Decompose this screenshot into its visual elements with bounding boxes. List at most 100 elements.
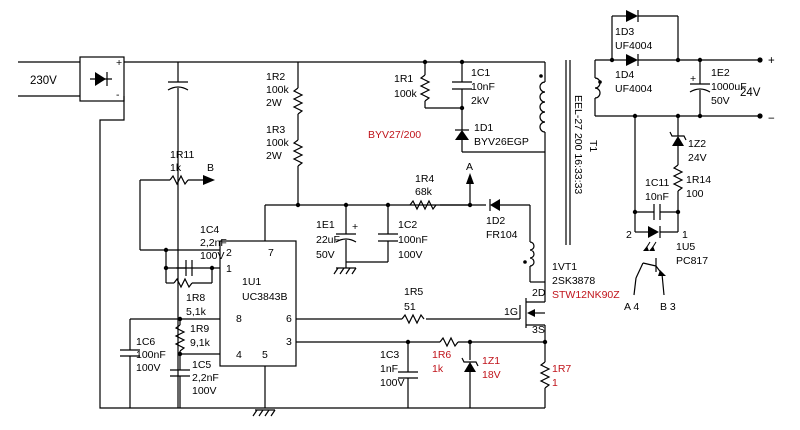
label-components-r3-val2: 2W — [266, 150, 282, 162]
label-components-c1-ref: 1C1 — [471, 67, 490, 79]
label-components-e2-val1: 1000uF — [711, 81, 747, 93]
label-components-d1-alt: BYV27/200 — [368, 129, 421, 141]
transformer-aux-winding — [523, 235, 535, 282]
input-voltage-label: 230V — [30, 75, 57, 87]
label-components-c1-val2: 2kV — [471, 95, 489, 107]
label-components-r9-ref: 1R9 — [190, 323, 209, 335]
label-components-r4-ref: 1R4 — [415, 173, 434, 185]
label-components-r3-ref: 1R3 — [266, 124, 285, 136]
label-components-c3-val2: 100V — [380, 377, 405, 389]
label-components-r3-val1: 100k — [266, 137, 290, 149]
label-components-r2-ref: 1R2 — [266, 71, 285, 83]
label-components-e2-val2: 50V — [711, 95, 730, 107]
label-components-r9-val: 9,1k — [190, 337, 211, 349]
label-components-r11-node: B — [207, 162, 214, 174]
label-components-r11-ref: 1R11 — [170, 149, 194, 161]
optocoupler-u5 — [633, 226, 678, 296]
label-components-u1-pins-p4: 4 — [236, 349, 242, 361]
mosfet-vt1 — [519, 282, 546, 342]
node-b-arrow — [203, 175, 215, 185]
label-components-r14-ref: 1R14 — [686, 174, 711, 186]
label-components-c6-val2: 100V — [136, 362, 161, 374]
svg-text:+: + — [116, 57, 122, 69]
label-components-d1-ref: 1D1 — [474, 122, 493, 134]
resistor-r3 — [292, 139, 304, 167]
label-components-d4-ref: 1D4 — [615, 69, 634, 81]
label-components-e2-ref: 1E2 — [711, 67, 730, 79]
label-components-c4-ref: 1C4 — [200, 224, 219, 236]
label-components-d2-val: FR104 — [486, 229, 518, 241]
svg-text:-: - — [116, 89, 120, 101]
label-components-r5-val: 51 — [404, 301, 416, 313]
label-components-r8-val: 5,1k — [186, 306, 207, 318]
label-components-d1-val: BYV26EGP — [474, 136, 529, 148]
label-components-c1-val1: 10nF — [471, 81, 495, 93]
label-components-r4-val: 68k — [415, 186, 433, 198]
label-components-u1-pins-p8: 8 — [236, 313, 242, 325]
label-components-c3-ref: 1C3 — [380, 349, 399, 361]
resistor-r6 — [439, 336, 459, 348]
label-components-d3-val: UF4004 — [615, 40, 653, 52]
input-capacitor — [167, 62, 189, 408]
label-components-u5-pin1: 1 — [682, 229, 688, 241]
label-components-d4-val: UF4004 — [615, 83, 653, 95]
resistor-r8 — [173, 277, 193, 289]
label-components-r5-ref: 1R5 — [404, 286, 423, 298]
label-components-vt1-ref: 1VT1 — [552, 261, 577, 273]
label-components-c5-ref: 1C5 — [192, 359, 211, 371]
mains-input: 230V — [18, 61, 80, 97]
label-components-u5-val: PC817 — [676, 255, 708, 267]
label-output-voltage: 24V — [740, 87, 761, 99]
diode-d2 — [489, 199, 500, 211]
label-components-z1-ref: 1Z1 — [482, 355, 500, 367]
svg-text:+: + — [690, 73, 696, 85]
label-components-d2-ref: 1D2 — [486, 215, 505, 227]
resistor-r2 — [292, 87, 304, 115]
label-output-minus: − — [768, 113, 775, 125]
label-components-r7-val: 1 — [552, 377, 558, 389]
resistor-r14 — [672, 164, 684, 192]
label-components-vt1-d: 2D — [532, 287, 546, 299]
resistor-r1 — [419, 74, 431, 102]
transformer-primary — [539, 62, 546, 152]
label-components-u5-b3: B 3 — [660, 301, 676, 313]
label-components-c5-val2: 100V — [192, 385, 217, 397]
label-components-u1-val: UC3843B — [242, 291, 288, 303]
ground-symbol — [333, 267, 357, 275]
diode-d4 — [626, 54, 639, 66]
svg-text:+: + — [352, 221, 358, 233]
resistor-r5 — [401, 313, 425, 325]
label-components-e1-val2: 50V — [316, 249, 335, 261]
label-components-u1-pins-p6: 6 — [286, 313, 292, 325]
resistor-r4 — [409, 199, 437, 211]
label-components-z2-ref: 1Z2 — [688, 138, 706, 150]
label-components-u1-pins-p2: 2 — [226, 247, 232, 259]
label-components-r2-val2: 2W — [266, 97, 282, 109]
label-components-c11-ref: 1C11 — [645, 177, 669, 189]
label-components-r6-val: 1k — [432, 363, 444, 375]
label-components-c3-val1: 1nF — [380, 363, 398, 375]
ground-symbol-main — [252, 409, 276, 417]
label-components-u1-pins-p1: 1 — [226, 263, 232, 275]
label-components-z2-val: 24V — [688, 152, 707, 164]
label-components-e1-val1: 22uF — [316, 234, 340, 246]
label-components-r11-val: 1k — [170, 162, 182, 174]
label-components-c2-ref: 1C2 — [398, 219, 417, 231]
label-components-c2-val2: 100V — [398, 249, 423, 261]
label-components-c5-val1: 2,2nF — [192, 372, 219, 384]
label-components-r1-ref: 1R1 — [394, 73, 413, 85]
label-components-vt1-s: 3S — [532, 324, 545, 336]
label-components-r6-ref: 1R6 — [432, 349, 451, 361]
label-components-u1-pins-p5: 5 — [262, 349, 268, 361]
label-components-u5-pin2: 2 — [626, 229, 632, 241]
diode-d3 — [626, 10, 639, 22]
label-components-c6-val1: 100nF — [136, 349, 166, 361]
label-components-u1-pins-p7: 7 — [268, 247, 274, 259]
label-components-u1-pins-p3: 3 — [286, 336, 292, 348]
zener-z1 — [461, 342, 479, 408]
diode-d1 — [455, 129, 469, 140]
label-components-t1-ref: T1 — [587, 140, 599, 152]
label-components-r2-val1: 100k — [266, 84, 290, 96]
label-components-r8-ref: 1R8 — [186, 292, 205, 304]
